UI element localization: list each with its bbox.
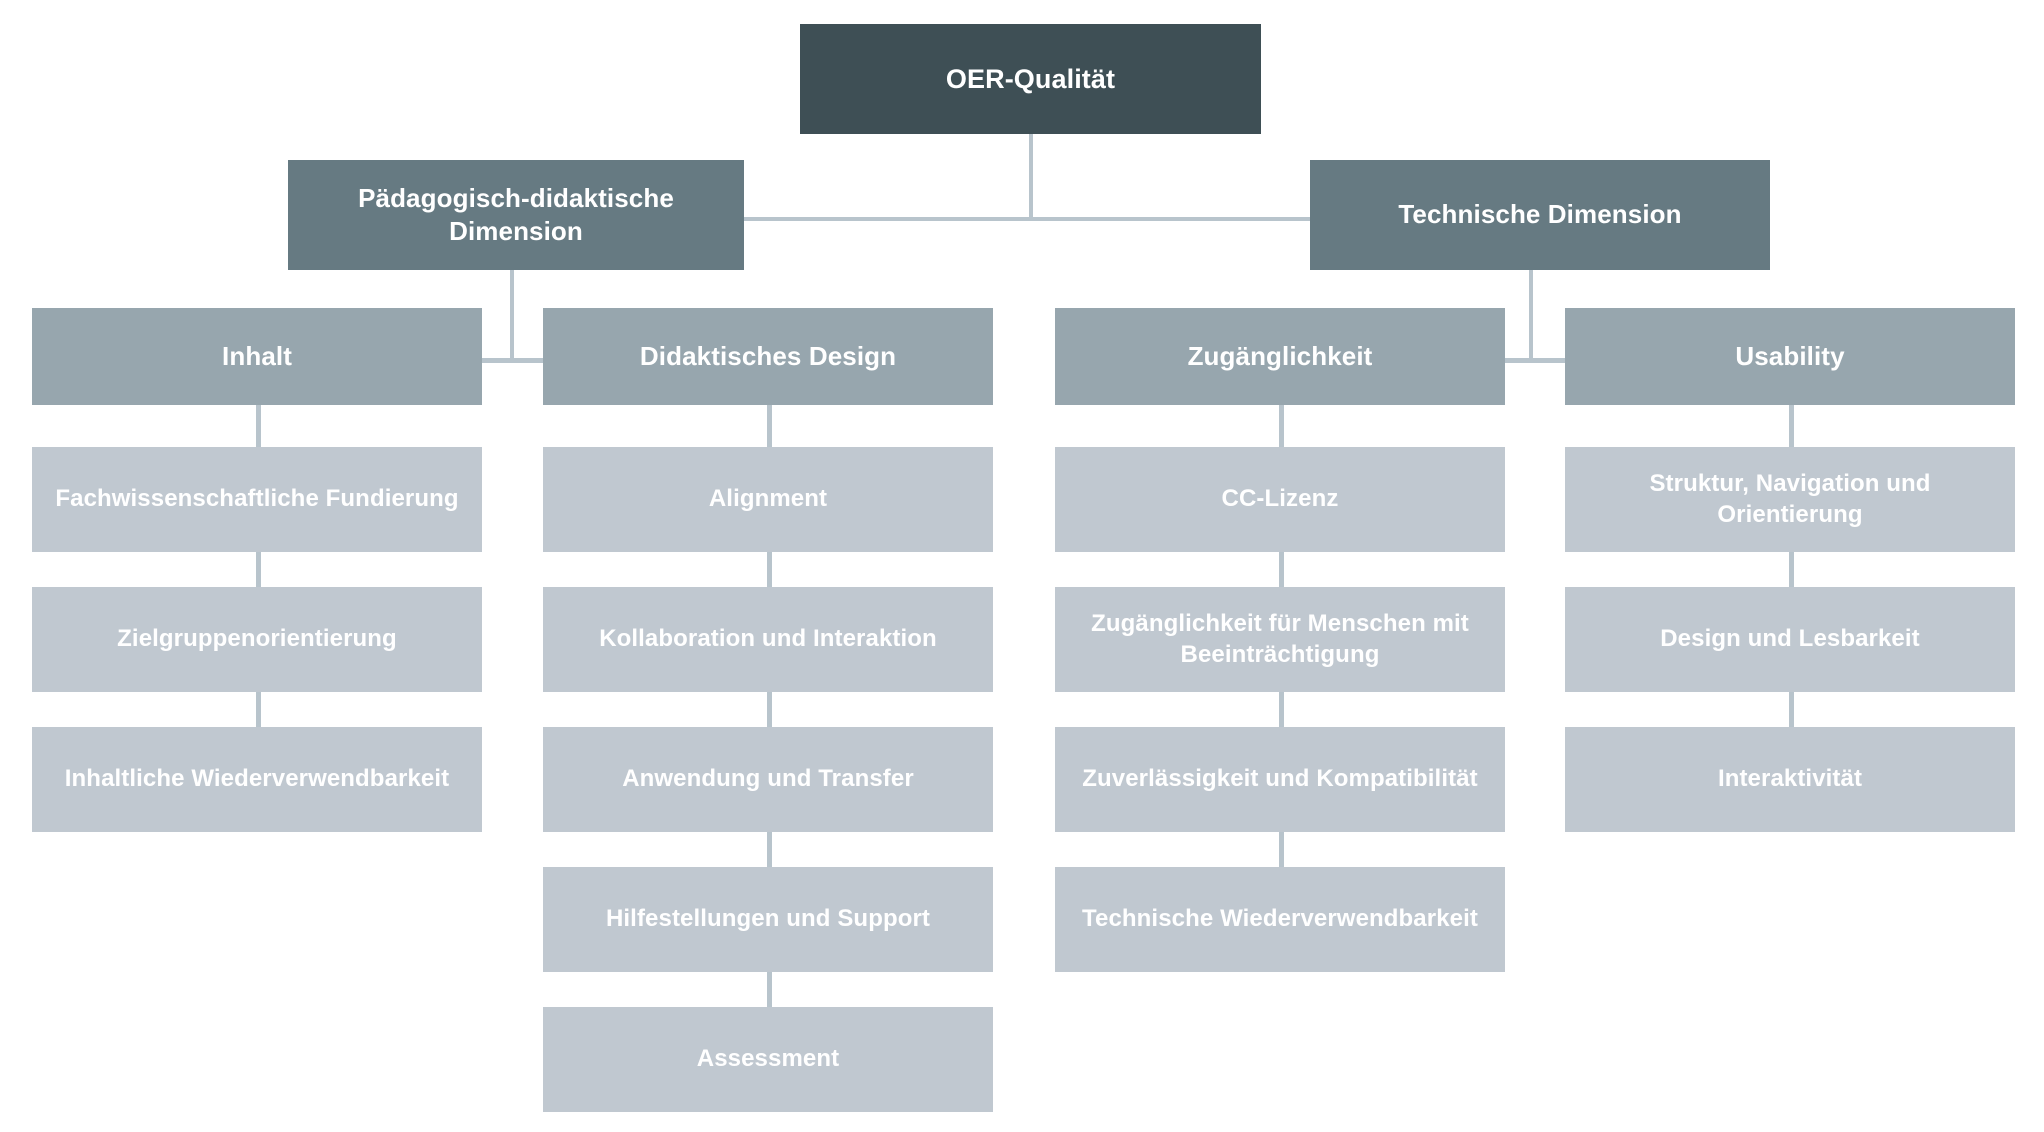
node-root-oer-qualitaet[interactable]: OER-Qualität <box>800 24 1261 134</box>
connector-dimension-bus <box>741 217 1313 221</box>
connector-zugang-leaf-2 <box>1279 552 1284 594</box>
node-dimension-paedagogisch-didaktisch[interactable]: Pädagogisch-didaktische Dimension <box>288 160 744 270</box>
connector-root-down <box>1029 134 1033 219</box>
node-criterion-zielgruppenorientierung[interactable]: Zielgruppenorientierung <box>32 587 482 692</box>
node-criterion-inhaltliche-wiederverwendbarkeit[interactable]: Inhaltliche Wiederverwendbarkeit <box>32 727 482 832</box>
node-category-inhalt[interactable]: Inhalt <box>32 308 482 405</box>
connector-zugang-leaf-1 <box>1279 405 1284 447</box>
node-criterion-design-und-lesbarkeit[interactable]: Design und Lesbarkeit <box>1565 587 2015 692</box>
connector-inhalt-leaf-3 <box>256 692 261 734</box>
connector-didaktik-leaf-2 <box>767 552 772 594</box>
connector-didaktik-leaf-5 <box>767 972 772 1014</box>
connector-zugang-leaf-4 <box>1279 832 1284 874</box>
connector-tech-category-bus <box>1281 358 1791 363</box>
node-criterion-anwendung-und-transfer[interactable]: Anwendung und Transfer <box>543 727 993 832</box>
connector-tech-down <box>1529 270 1533 362</box>
node-criterion-alignment[interactable]: Alignment <box>543 447 993 552</box>
node-criterion-assessment[interactable]: Assessment <box>543 1007 993 1112</box>
connector-didaktik-leaf-3 <box>767 692 772 734</box>
node-criterion-zugaenglichkeit-fuer-menschen-mit-beeintraechtigung[interactable]: Zugänglichkeit für Menschen mit Beeinträ… <box>1055 587 1505 692</box>
connector-didaktik-leaf-4 <box>767 832 772 874</box>
node-criterion-fachwissenschaftliche-fundierung[interactable]: Fachwissenschaftliche Fundierung <box>32 447 482 552</box>
node-criterion-kollaboration-und-interaktion[interactable]: Kollaboration und Interaktion <box>543 587 993 692</box>
node-dimension-technisch[interactable]: Technische Dimension <box>1310 160 1770 270</box>
node-category-didaktisches-design[interactable]: Didaktisches Design <box>543 308 993 405</box>
connector-usability-leaf-2 <box>1789 552 1794 594</box>
node-criterion-hilfestellungen-und-support[interactable]: Hilfestellungen und Support <box>543 867 993 972</box>
connector-usability-leaf-1 <box>1789 405 1794 447</box>
node-criterion-technische-wiederverwendbarkeit[interactable]: Technische Wiederverwendbarkeit <box>1055 867 1505 972</box>
node-category-zugaenglichkeit[interactable]: Zugänglichkeit <box>1055 308 1505 405</box>
connector-didaktik-leaf-1 <box>767 405 772 447</box>
node-criterion-cc-lizenz[interactable]: CC-Lizenz <box>1055 447 1505 552</box>
connector-inhalt-leaf-2 <box>256 552 261 594</box>
connector-zugang-leaf-3 <box>1279 692 1284 734</box>
node-criterion-struktur-navigation-und-orientierung[interactable]: Struktur, Navigation und Orientierung <box>1565 447 2015 552</box>
connector-usability-leaf-3 <box>1789 692 1794 734</box>
node-category-usability[interactable]: Usability <box>1565 308 2015 405</box>
connector-paed-category-bus <box>258 358 768 363</box>
node-criterion-zuverlaessigkeit-und-kompatibilitaet[interactable]: Zuverlässigkeit und Kompatibilität <box>1055 727 1505 832</box>
connector-paed-down <box>510 270 514 362</box>
node-criterion-interaktivitaet[interactable]: Interaktivität <box>1565 727 2015 832</box>
connector-inhalt-leaf-1 <box>256 405 261 447</box>
